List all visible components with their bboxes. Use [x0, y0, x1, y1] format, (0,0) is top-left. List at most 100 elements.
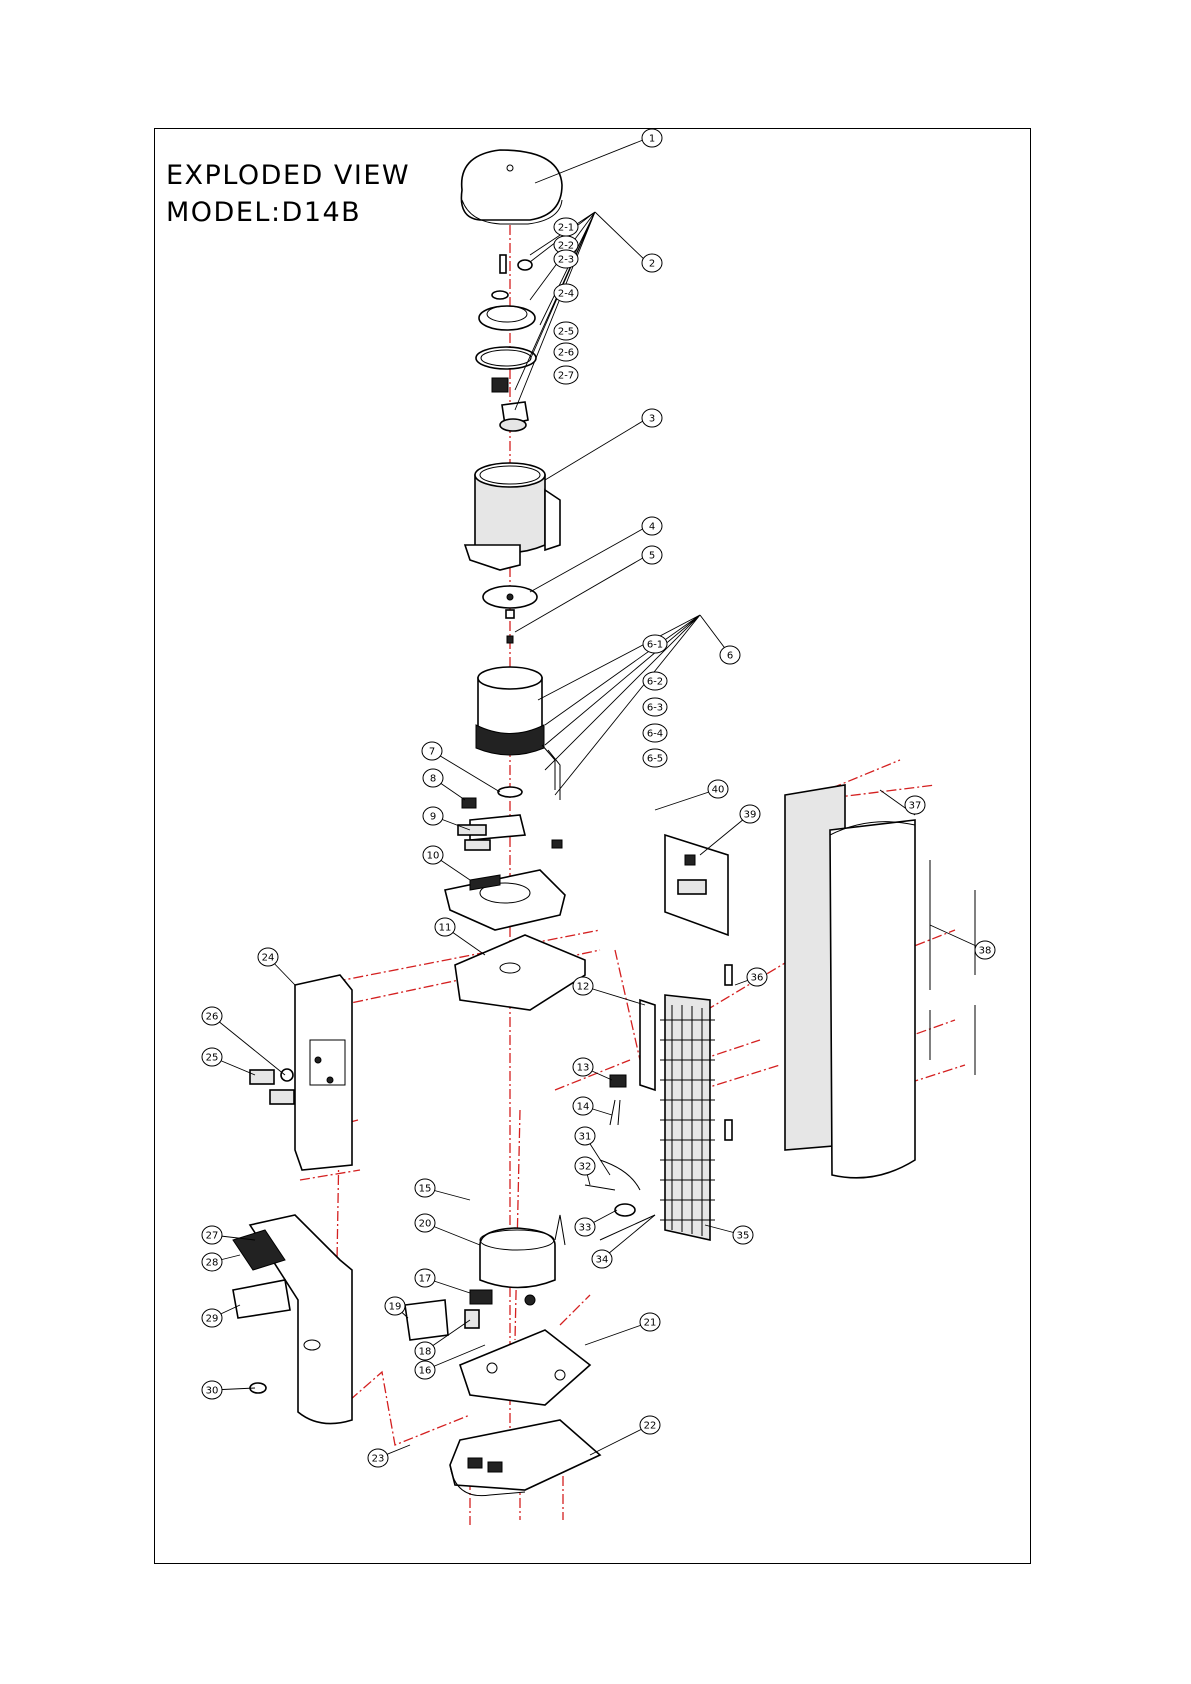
callout-5: 5 [642, 546, 662, 564]
callout-number: 23 [372, 1454, 385, 1465]
callout-number: 12 [577, 982, 590, 993]
callout-25: 25 [202, 1048, 222, 1066]
callout-number: 22 [644, 1421, 657, 1432]
callout-40: 40 [708, 780, 728, 798]
callout-36: 36 [747, 968, 767, 986]
callout-6: 6 [720, 646, 740, 664]
callout-2: 2 [642, 254, 662, 272]
callout-number: 15 [419, 1184, 432, 1195]
callout-22: 22 [640, 1416, 660, 1434]
callout-number: 2-1 [558, 223, 574, 234]
callout-33: 33 [575, 1218, 595, 1236]
callout-2-3: 2-3 [554, 250, 578, 268]
callout-number: 8 [430, 774, 436, 785]
callout-9: 9 [423, 807, 443, 825]
callout-30: 30 [202, 1381, 222, 1399]
callout-number: 6-1 [647, 640, 663, 651]
pcb-board [665, 835, 728, 935]
callout-39: 39 [740, 805, 760, 823]
callout-26: 26 [202, 1007, 222, 1025]
callout-6-4: 6-4 [643, 724, 667, 742]
callout-number: 19 [389, 1302, 402, 1313]
callout-number: 2-5 [558, 327, 574, 338]
callout-11: 11 [435, 918, 455, 936]
callout-2-6: 2-6 [554, 343, 578, 361]
callout-2-4: 2-4 [554, 284, 578, 302]
callout-number: 6-2 [647, 677, 663, 688]
callout-23: 23 [368, 1449, 388, 1467]
callout-1: 1 [642, 129, 662, 147]
callout-2-7: 2-7 [554, 366, 578, 384]
tank-support [445, 870, 565, 930]
callout-number: 34 [596, 1255, 609, 1266]
callout-12: 12 [573, 977, 593, 995]
callout-number: 37 [909, 801, 922, 812]
callout-7: 7 [422, 742, 442, 760]
callout-29: 29 [202, 1309, 222, 1327]
top-cover [461, 150, 562, 224]
callout-32: 32 [575, 1157, 595, 1175]
callout-number: 6-3 [647, 703, 663, 714]
callout-18: 18 [415, 1342, 435, 1360]
callout-number: 14 [577, 1102, 590, 1113]
callout-13: 13 [573, 1058, 593, 1076]
callout-number: 28 [206, 1258, 219, 1269]
mounting-plate [455, 935, 585, 1010]
side-panels [785, 785, 975, 1178]
callout-8: 8 [423, 769, 443, 787]
callout-number: 30 [206, 1386, 219, 1397]
callout-16: 16 [415, 1361, 435, 1379]
condenser-clips [725, 965, 732, 1140]
callout-37: 37 [905, 796, 925, 814]
callout-3: 3 [642, 409, 662, 427]
callout-number: 21 [644, 1318, 657, 1329]
callout-number: 10 [427, 851, 440, 862]
callout-6-1: 6-1 [643, 635, 667, 653]
callout-2-5: 2-5 [554, 322, 578, 340]
callout-number: 16 [419, 1366, 432, 1377]
callout-number: 27 [206, 1231, 219, 1242]
callout-number: 6 [727, 651, 733, 662]
callout-14: 14 [573, 1097, 593, 1115]
callout-number: 2-4 [558, 289, 574, 300]
condenser [660, 995, 715, 1240]
callout-number: 3 [649, 414, 655, 425]
dispensing-taps [250, 1069, 294, 1104]
callout-number: 2-3 [558, 255, 574, 266]
callout-number: 7 [429, 747, 435, 758]
callout-number: 40 [712, 785, 725, 796]
callout-38: 38 [975, 941, 995, 959]
callout-17: 17 [415, 1269, 435, 1287]
callout-6-3: 6-3 [643, 698, 667, 716]
callout-number: 1 [649, 134, 655, 145]
callout-number: 24 [262, 953, 275, 964]
front-panel [233, 1215, 352, 1424]
callout-28: 28 [202, 1253, 222, 1271]
callout-10: 10 [423, 846, 443, 864]
callout-number: 20 [419, 1219, 432, 1230]
callout-number: 39 [744, 810, 757, 821]
callout-number: 13 [577, 1063, 590, 1074]
callout-number: 6-4 [647, 729, 663, 740]
callout-31: 31 [575, 1127, 595, 1145]
callout-27: 27 [202, 1226, 222, 1244]
callout-number: 9 [430, 812, 436, 823]
refrigerant-tubing [585, 1160, 655, 1240]
callout-4: 4 [642, 517, 662, 535]
callout-number: 2-6 [558, 348, 574, 359]
front-frame [295, 975, 352, 1170]
cold-tank [476, 667, 560, 800]
callout-number: 2-7 [558, 371, 574, 382]
callout-number: 33 [579, 1223, 592, 1234]
callout-number: 5 [649, 551, 655, 562]
callout-number: 38 [979, 946, 992, 957]
callout-number: 17 [419, 1274, 432, 1285]
callout-number: 35 [737, 1231, 750, 1242]
compressor-base [460, 1330, 590, 1405]
callout-24: 24 [258, 948, 278, 966]
callout-number: 2 [649, 259, 655, 270]
callout-6-2: 6-2 [643, 672, 667, 690]
callout-21: 21 [640, 1313, 660, 1331]
callout-number: 6-5 [647, 754, 663, 765]
